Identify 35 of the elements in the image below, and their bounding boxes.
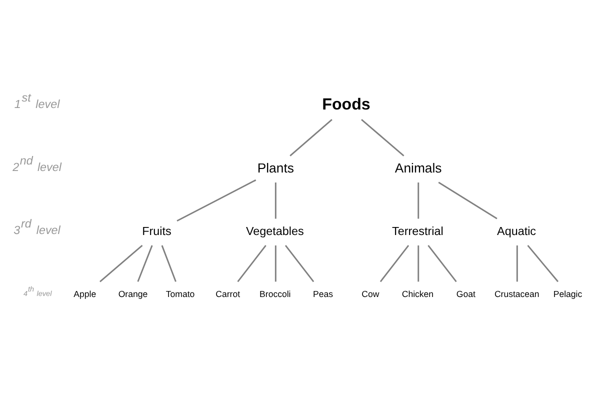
connector	[527, 244, 559, 282]
connector	[428, 244, 457, 282]
node-text: Vegetables	[246, 224, 304, 238]
node-text: Terrestrial	[392, 224, 444, 238]
node-text: Plants	[257, 160, 294, 175]
node-text: Carrot	[216, 288, 240, 299]
connector	[274, 244, 276, 282]
connector	[161, 244, 176, 282]
connector	[438, 181, 498, 219]
connector	[361, 118, 404, 156]
connector	[284, 244, 314, 282]
node-text: Aquatic	[497, 224, 536, 238]
connector	[516, 244, 518, 282]
node-text: Pelagic	[553, 288, 582, 299]
connector	[274, 182, 276, 218]
node-text: Foods	[322, 94, 370, 113]
node-text: Crustacean	[494, 288, 540, 299]
node-text: Goat	[456, 288, 476, 299]
node-text: Apple	[74, 288, 96, 299]
connector	[290, 118, 332, 156]
connector	[418, 244, 420, 282]
connector	[176, 178, 256, 222]
node-text: Cow	[362, 288, 380, 299]
node-text: Fruits	[142, 224, 172, 238]
node-text: Peas	[312, 288, 333, 299]
node-text: Tomato	[166, 288, 195, 299]
node-text: Orange	[118, 288, 148, 299]
node-text: Chicken	[402, 288, 434, 299]
connector	[380, 244, 410, 282]
connector	[418, 182, 420, 218]
connector	[100, 244, 143, 282]
node-text: Broccoli	[260, 288, 291, 299]
node-text: Animals	[394, 160, 442, 175]
connector	[237, 244, 266, 282]
connector	[137, 244, 153, 282]
